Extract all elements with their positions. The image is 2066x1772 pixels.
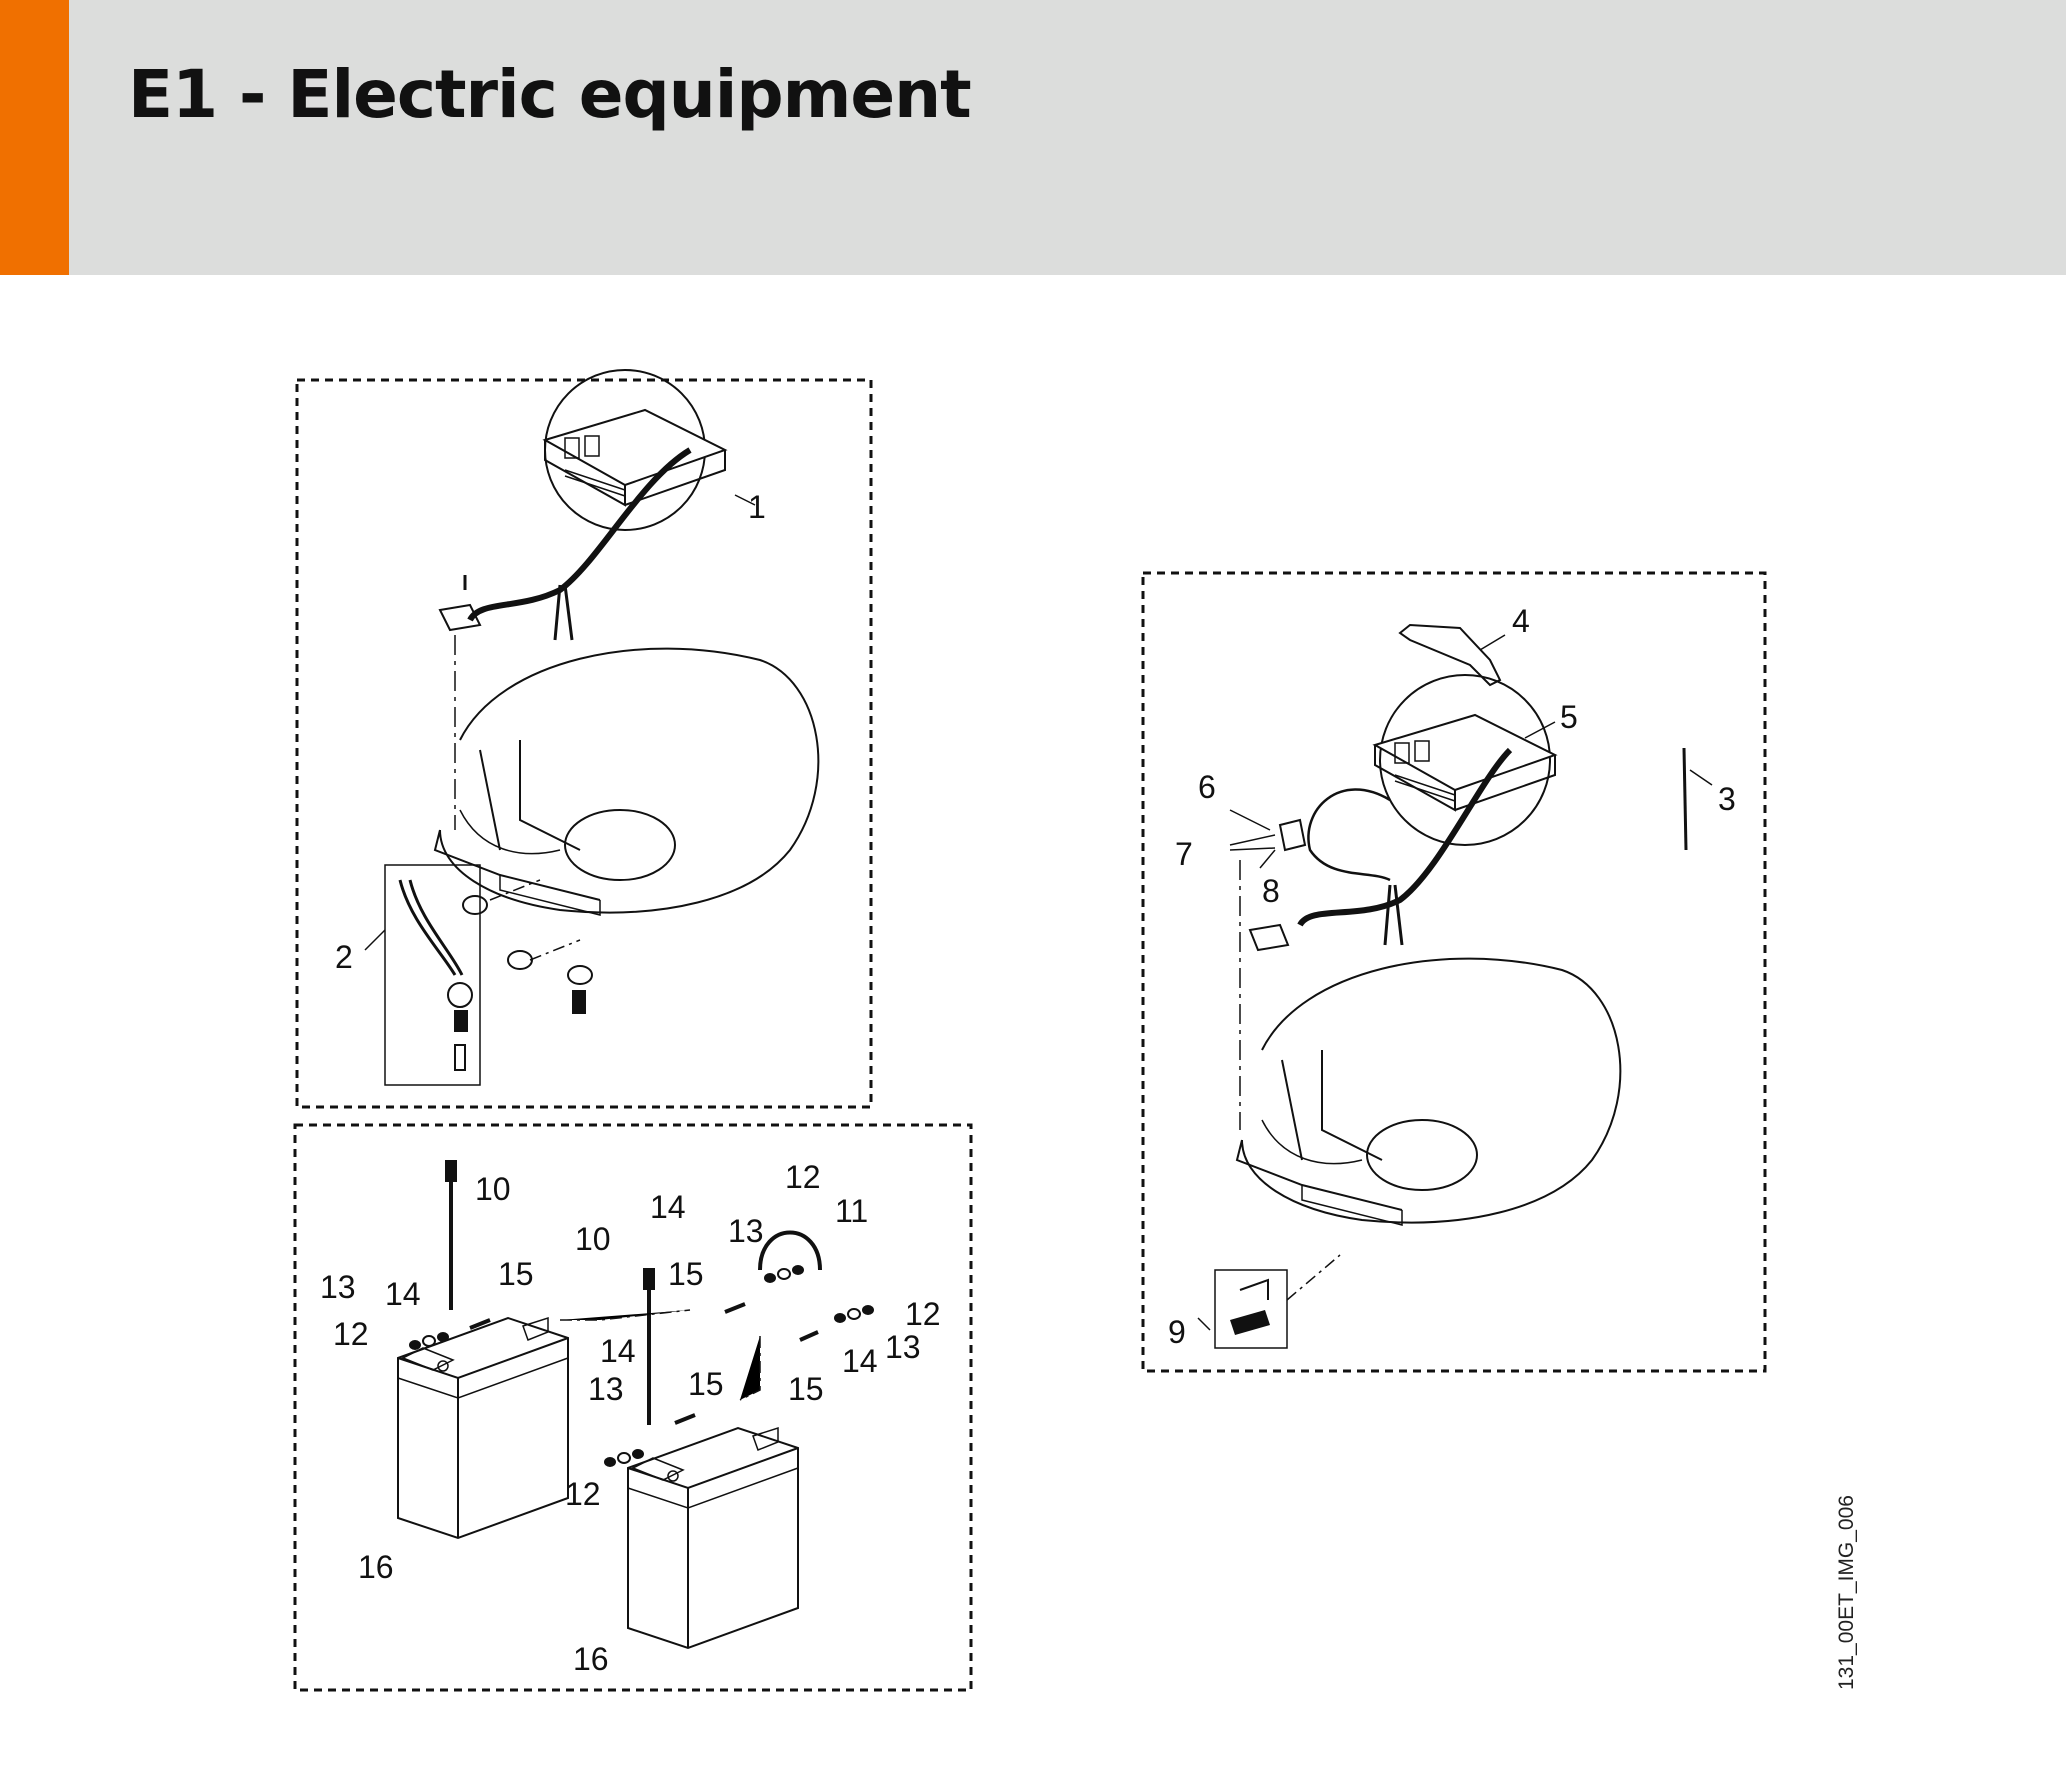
callout-14c: 14 — [842, 1343, 878, 1379]
callout-12a: 12 — [785, 1159, 821, 1195]
header-accent-bar — [0, 0, 69, 275]
panel-wiring-assembly: 3 4 5 6 7 8 9 — [1141, 571, 1767, 1373]
callout-6: 6 — [1198, 769, 1216, 805]
page-header: E1 - Electric equipment — [0, 0, 2066, 275]
callout-10b: 10 — [575, 1221, 611, 1257]
callout-14d: 14 — [600, 1333, 636, 1369]
callout-14a: 14 — [385, 1276, 421, 1312]
callout-16b: 16 — [573, 1641, 609, 1677]
callout-13c: 13 — [885, 1329, 921, 1365]
callout-15d: 15 — [788, 1371, 824, 1407]
panel-battery-assembly: 10 10 11 12 12 12 12 13 13 13 13 14 14 1… — [293, 1123, 973, 1692]
callout-15c: 15 — [688, 1366, 724, 1402]
callout-5: 5 — [1560, 699, 1578, 735]
callout-13d: 13 — [588, 1371, 624, 1407]
callout-14b: 14 — [650, 1189, 686, 1225]
callout-15a: 15 — [498, 1256, 534, 1292]
callout-4: 4 — [1512, 603, 1530, 639]
image-reference-code: 131_00ET_IMG_006 — [1835, 1495, 1858, 1690]
callout-1: 1 — [748, 489, 766, 525]
callout-11: 11 — [835, 1193, 868, 1229]
callout-12b: 12 — [333, 1316, 369, 1352]
page-title: E1 - Electric equipment — [128, 56, 972, 133]
panel-control-board-assembly: 1 2 — [295, 369, 873, 1109]
callout-16a: 16 — [358, 1549, 394, 1585]
callout-15b: 15 — [668, 1256, 704, 1292]
callout-2: 2 — [335, 939, 353, 975]
callout-9: 9 — [1168, 1314, 1186, 1350]
callout-8: 8 — [1262, 873, 1280, 909]
callout-10a: 10 — [475, 1171, 511, 1207]
callout-12d: 12 — [565, 1476, 601, 1512]
callout-12c: 12 — [905, 1296, 941, 1332]
callout-13b: 13 — [728, 1213, 764, 1249]
callout-13a: 13 — [320, 1269, 356, 1305]
callout-7: 7 — [1175, 836, 1193, 872]
callout-3: 3 — [1718, 781, 1736, 817]
